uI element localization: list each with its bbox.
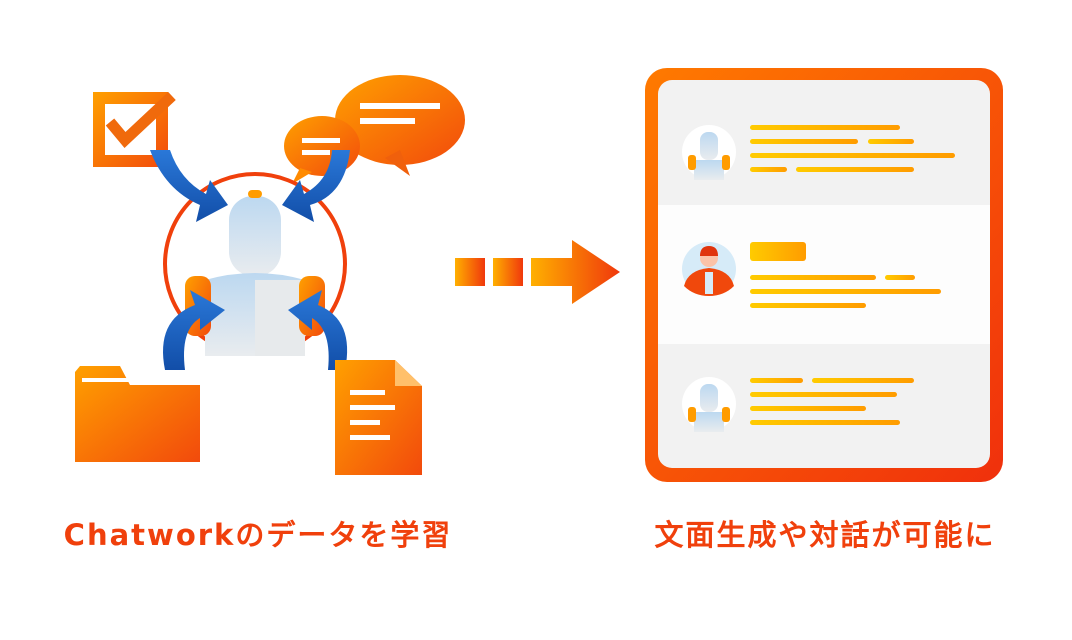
arrow-from-document-icon [288, 290, 348, 370]
arrow-from-folder-icon [163, 290, 225, 370]
right-caption: 文面生成や対話が可能に [654, 518, 996, 552]
chat-window [645, 68, 1003, 482]
dashed-arrow-icon [455, 240, 620, 304]
left-caption: Chatworkのデータを学習 [63, 518, 453, 552]
chat-bubbles-icon [284, 75, 465, 184]
checkbox-icon [93, 91, 176, 167]
document-icon [335, 360, 422, 475]
incoming-arrows [150, 150, 350, 370]
chat-message-ai-1 [682, 125, 955, 180]
arrow-from-checkbox-icon [150, 150, 228, 222]
chat-message-user [682, 242, 941, 308]
arrow-from-chat-icon [282, 150, 350, 222]
folder-icon [75, 366, 200, 462]
chat-message-ai-2 [682, 377, 914, 432]
